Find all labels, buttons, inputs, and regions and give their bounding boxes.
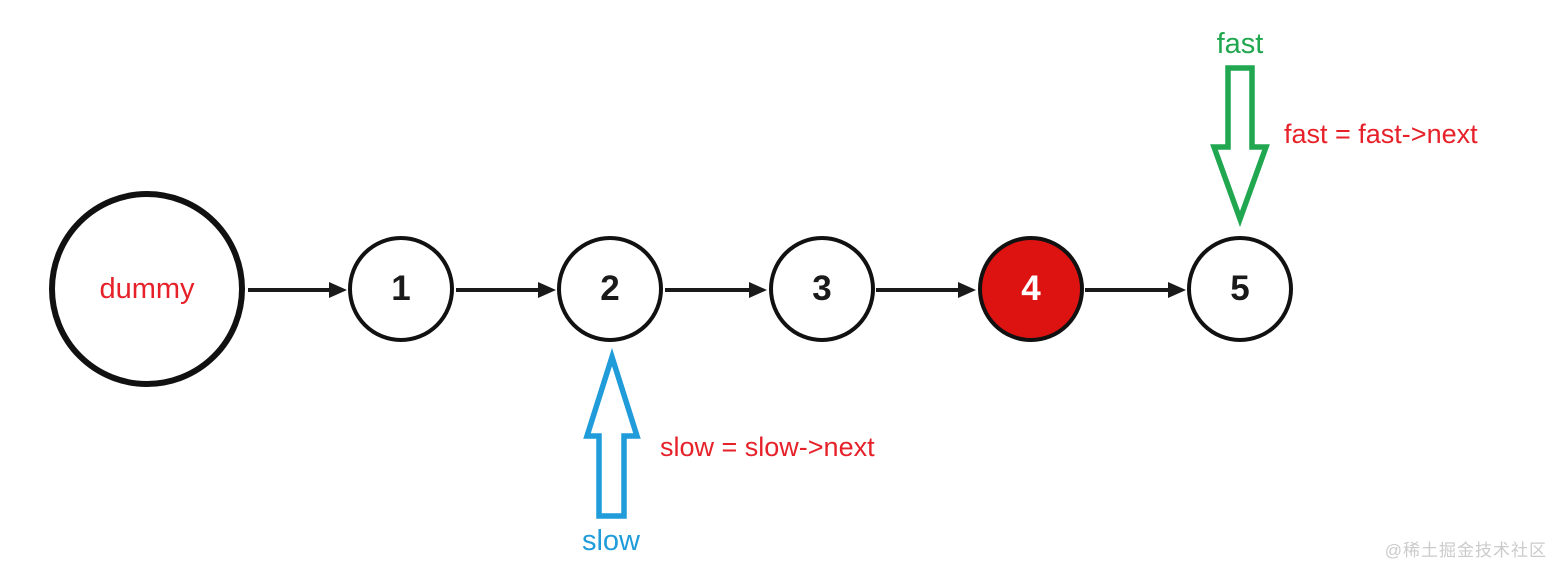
node-dummy: dummy: [49, 191, 245, 387]
slow-pointer-arrow-icon: [583, 347, 641, 519]
node-4-highlighted: 4: [978, 236, 1084, 342]
arrow-1-to-2: [456, 282, 556, 298]
node-label: dummy: [99, 272, 195, 305]
node-label: 2: [600, 269, 620, 308]
node-5: 5: [1187, 236, 1293, 342]
arrow-4-to-5: [1085, 282, 1186, 298]
fast-pointer-arrow-icon: [1210, 65, 1270, 228]
node-label: 1: [391, 269, 411, 308]
node-label: 5: [1230, 269, 1250, 308]
fast-pointer-label: fast: [1216, 28, 1264, 60]
node-label: 3: [812, 269, 832, 308]
node-2: 2: [557, 236, 663, 342]
node-1: 1: [348, 236, 454, 342]
watermark: @稀土掘金技术社区: [1384, 541, 1547, 560]
slow-update-statement: slow = slow->next: [660, 432, 875, 462]
slow-pointer-label: slow: [581, 525, 640, 557]
arrow-2-to-3: [665, 282, 767, 298]
arrow-3-to-4: [876, 282, 976, 298]
fast-update-statement: fast = fast->next: [1284, 119, 1478, 149]
arrow-dummy-to-1: [248, 282, 347, 298]
node-label: 4: [1021, 269, 1041, 308]
node-3: 3: [769, 236, 875, 342]
